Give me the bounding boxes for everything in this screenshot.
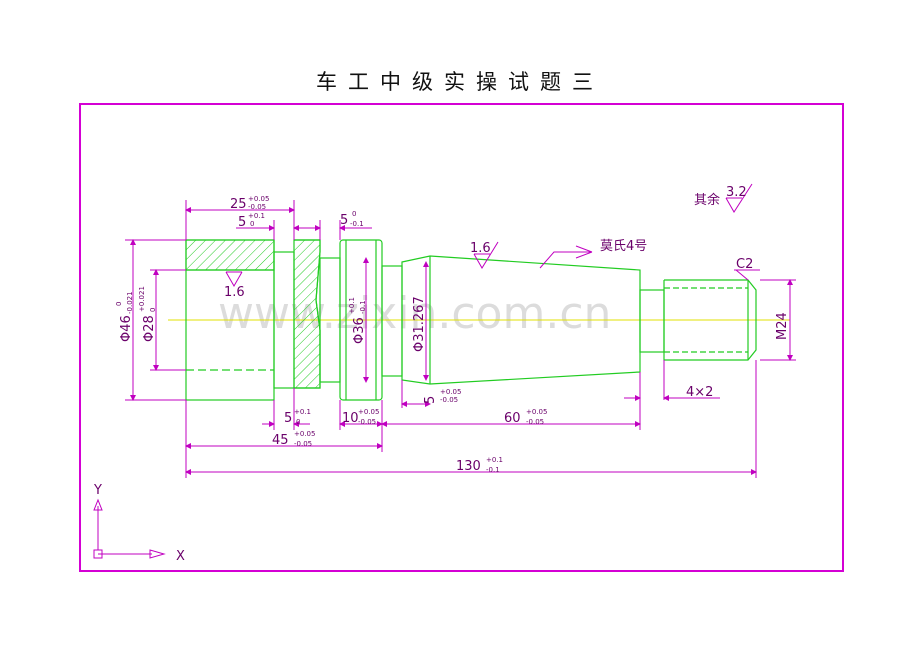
watermark-text: www.zixin.com.cn xyxy=(218,288,611,339)
dimension-lines xyxy=(125,200,796,478)
dim-25: 25 xyxy=(230,197,247,212)
dim-phi31: Φ31.267 xyxy=(412,296,427,352)
dim-5b: 5 xyxy=(340,213,348,228)
dim-phi36-tol-up: +0.1 xyxy=(348,297,356,314)
dim-45-tol-up: +0.05 xyxy=(294,430,315,438)
dim-5c-tol-dn: 0 xyxy=(296,418,300,426)
dim-130-tol-up: +0.1 xyxy=(486,456,503,464)
dim-5a-tol-up: +0.1 xyxy=(248,212,265,220)
dim-130-tol-dn: -0.1 xyxy=(486,466,500,474)
axis-x-label: X xyxy=(176,549,185,564)
dim-45: 45 xyxy=(272,433,289,448)
dim-60: 60 xyxy=(504,411,521,426)
dim-10: 10 xyxy=(342,411,359,426)
morse-label: 莫氏4号 xyxy=(600,239,647,254)
dim-60-tol-dn: -0.05 xyxy=(526,418,544,426)
dim-4x2: 4×2 xyxy=(686,385,713,400)
dim-25-tol-up: +0.05 xyxy=(248,195,269,203)
dim-phi28-tol-up: +0.021 xyxy=(138,286,146,312)
dim-phi46-tol-up: 0 xyxy=(115,302,123,306)
dim-5b-tol-up: 0 xyxy=(352,210,356,218)
dim-60-tol-up: +0.05 xyxy=(526,408,547,416)
roughness-symbols xyxy=(225,183,753,288)
dim-5a-tol-dn: 0 xyxy=(250,220,254,228)
dim-5d-tol-dn: -0.05 xyxy=(440,396,458,404)
dim-phi28: Φ28 xyxy=(142,315,157,342)
dim-5a: 5 xyxy=(238,215,246,230)
dim-5c-tol-up: +0.1 xyxy=(294,408,311,416)
dim-phi36-tol-dn: -0.1 xyxy=(359,300,367,314)
roughness-taper-value: 1.6 xyxy=(470,241,491,256)
axis-y-label: Y xyxy=(93,483,102,498)
drawing-frame xyxy=(79,103,844,572)
roughness-other-value: 3.2 xyxy=(726,185,747,200)
dim-phi46-tol-dn: -0.021 xyxy=(126,291,134,314)
dimension-text: 25 +0.05 -0.05 5 +0.1 0 5 0 -0.1 Φ46 0 -… xyxy=(115,185,790,474)
ucs-icon xyxy=(93,498,166,559)
dim-5d: 5 xyxy=(423,396,438,404)
dim-phi46: Φ46 xyxy=(119,315,134,342)
roughness-groove-value: 1.6 xyxy=(224,285,245,300)
dim-phi36: Φ36 xyxy=(352,317,367,344)
dim-phi28-tol-dn: 0 xyxy=(149,308,157,312)
dim-45-tol-dn: -0.05 xyxy=(294,440,312,448)
dim-5d-tol-up: +0.05 xyxy=(440,388,461,396)
page-title: 车工中级实操试题三 xyxy=(316,70,604,94)
dim-5b-tol-dn: -0.1 xyxy=(350,220,364,228)
dim-10-tol-dn: -0.05 xyxy=(358,418,376,426)
roughness-other-label: 其余 xyxy=(694,192,720,208)
dim-130: 130 xyxy=(456,459,481,474)
dim-5c: 5 xyxy=(284,411,292,426)
dim-m24: M24 xyxy=(775,312,790,340)
dim-10-tol-up: +0.05 xyxy=(358,408,379,416)
chamfer-label: C2 xyxy=(736,257,753,272)
dim-25-tol-dn: -0.05 xyxy=(248,203,266,211)
